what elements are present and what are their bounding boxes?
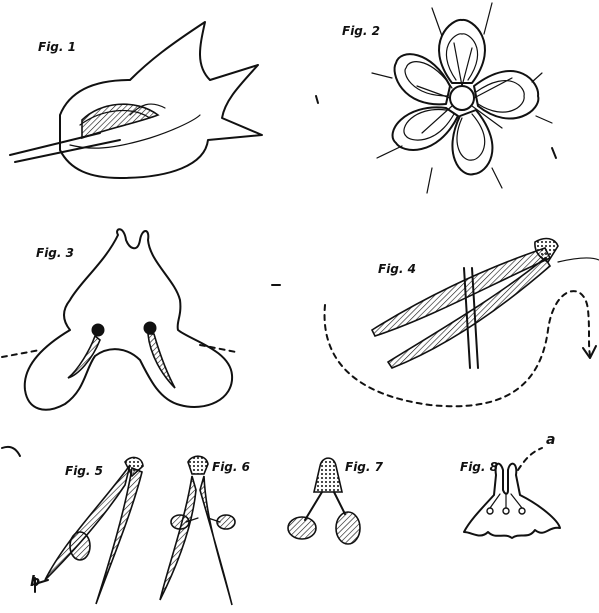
fig7-label: Fig. 7: [345, 460, 383, 474]
fig8-annotation-letter: a: [546, 432, 555, 448]
fig4-bent-stamen-drawing: [325, 239, 599, 407]
fig3-label: Fig. 3: [36, 246, 74, 260]
fig5-stamen-pair-drawing: [35, 457, 143, 604]
fig2-label: Fig. 2: [342, 24, 380, 38]
fig8-label: Fig. 8: [460, 460, 498, 474]
stray-mark: [2, 447, 20, 456]
fig5-annotation-letter: b: [30, 574, 40, 590]
fig1-label: Fig. 1: [38, 40, 76, 54]
fig6-label: Fig. 6: [212, 460, 250, 474]
fig4-label: Fig. 4: [378, 262, 416, 276]
fig6-stamen-pair-open-drawing: [160, 456, 235, 605]
fig5-label: Fig. 5: [65, 464, 103, 478]
